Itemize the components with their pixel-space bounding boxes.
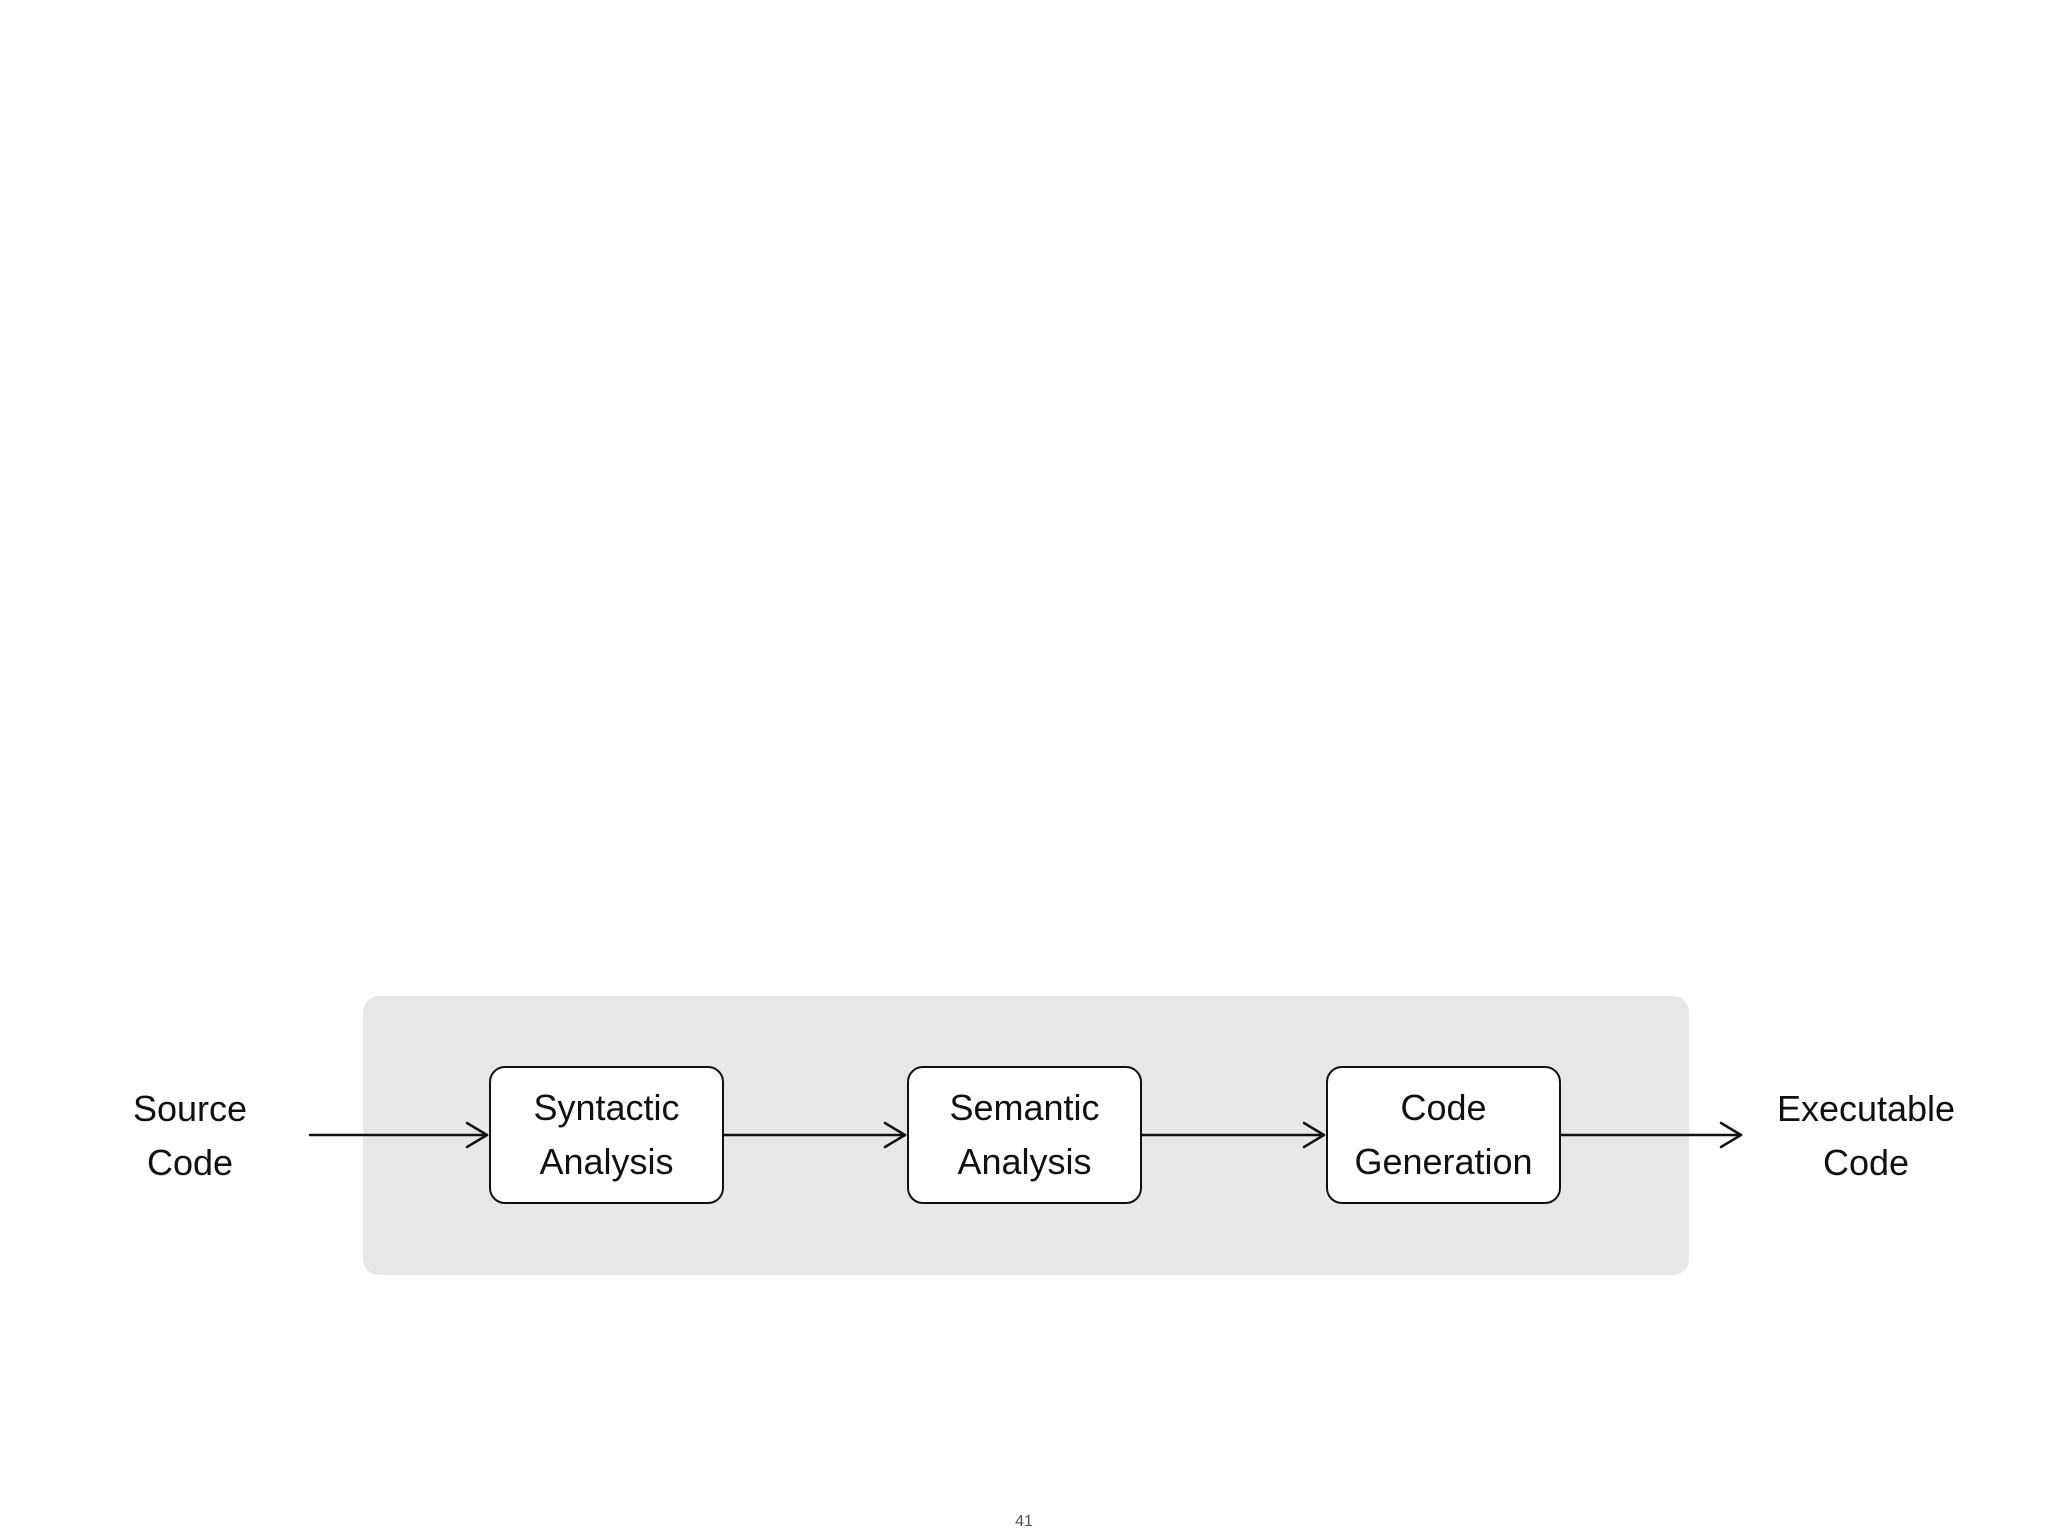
stage-semantic-analysis-line2: Analysis xyxy=(957,1141,1092,1182)
executable-code-label-line2: Code xyxy=(1822,1142,1910,1183)
arrow-syntactic-to-semantic xyxy=(722,1121,907,1149)
source-code-label-line1: Source xyxy=(132,1088,248,1129)
stage-semantic-analysis-line1: Semantic xyxy=(949,1087,1100,1128)
stage-code-generation: Code Generation xyxy=(1326,1066,1561,1204)
stage-syntactic-analysis-line1: Syntactic xyxy=(533,1087,680,1128)
arrow-codegen-to-executable xyxy=(1559,1121,1743,1149)
stage-syntactic-analysis-line2: Analysis xyxy=(539,1141,674,1182)
source-code-label: Source Code xyxy=(88,1082,292,1190)
executable-code-label: Executable Code xyxy=(1746,1082,1986,1190)
stage-code-generation-line2: Generation xyxy=(1354,1141,1533,1182)
arrow-semantic-to-codegen xyxy=(1140,1121,1326,1149)
arrow-source-to-syntactic xyxy=(308,1121,489,1149)
executable-code-label-line1: Executable xyxy=(1776,1088,1956,1129)
source-code-label-line2: Code xyxy=(146,1142,234,1183)
page-number: 41 xyxy=(1015,1513,1033,1530)
stage-code-generation-line1: Code xyxy=(1400,1087,1487,1128)
